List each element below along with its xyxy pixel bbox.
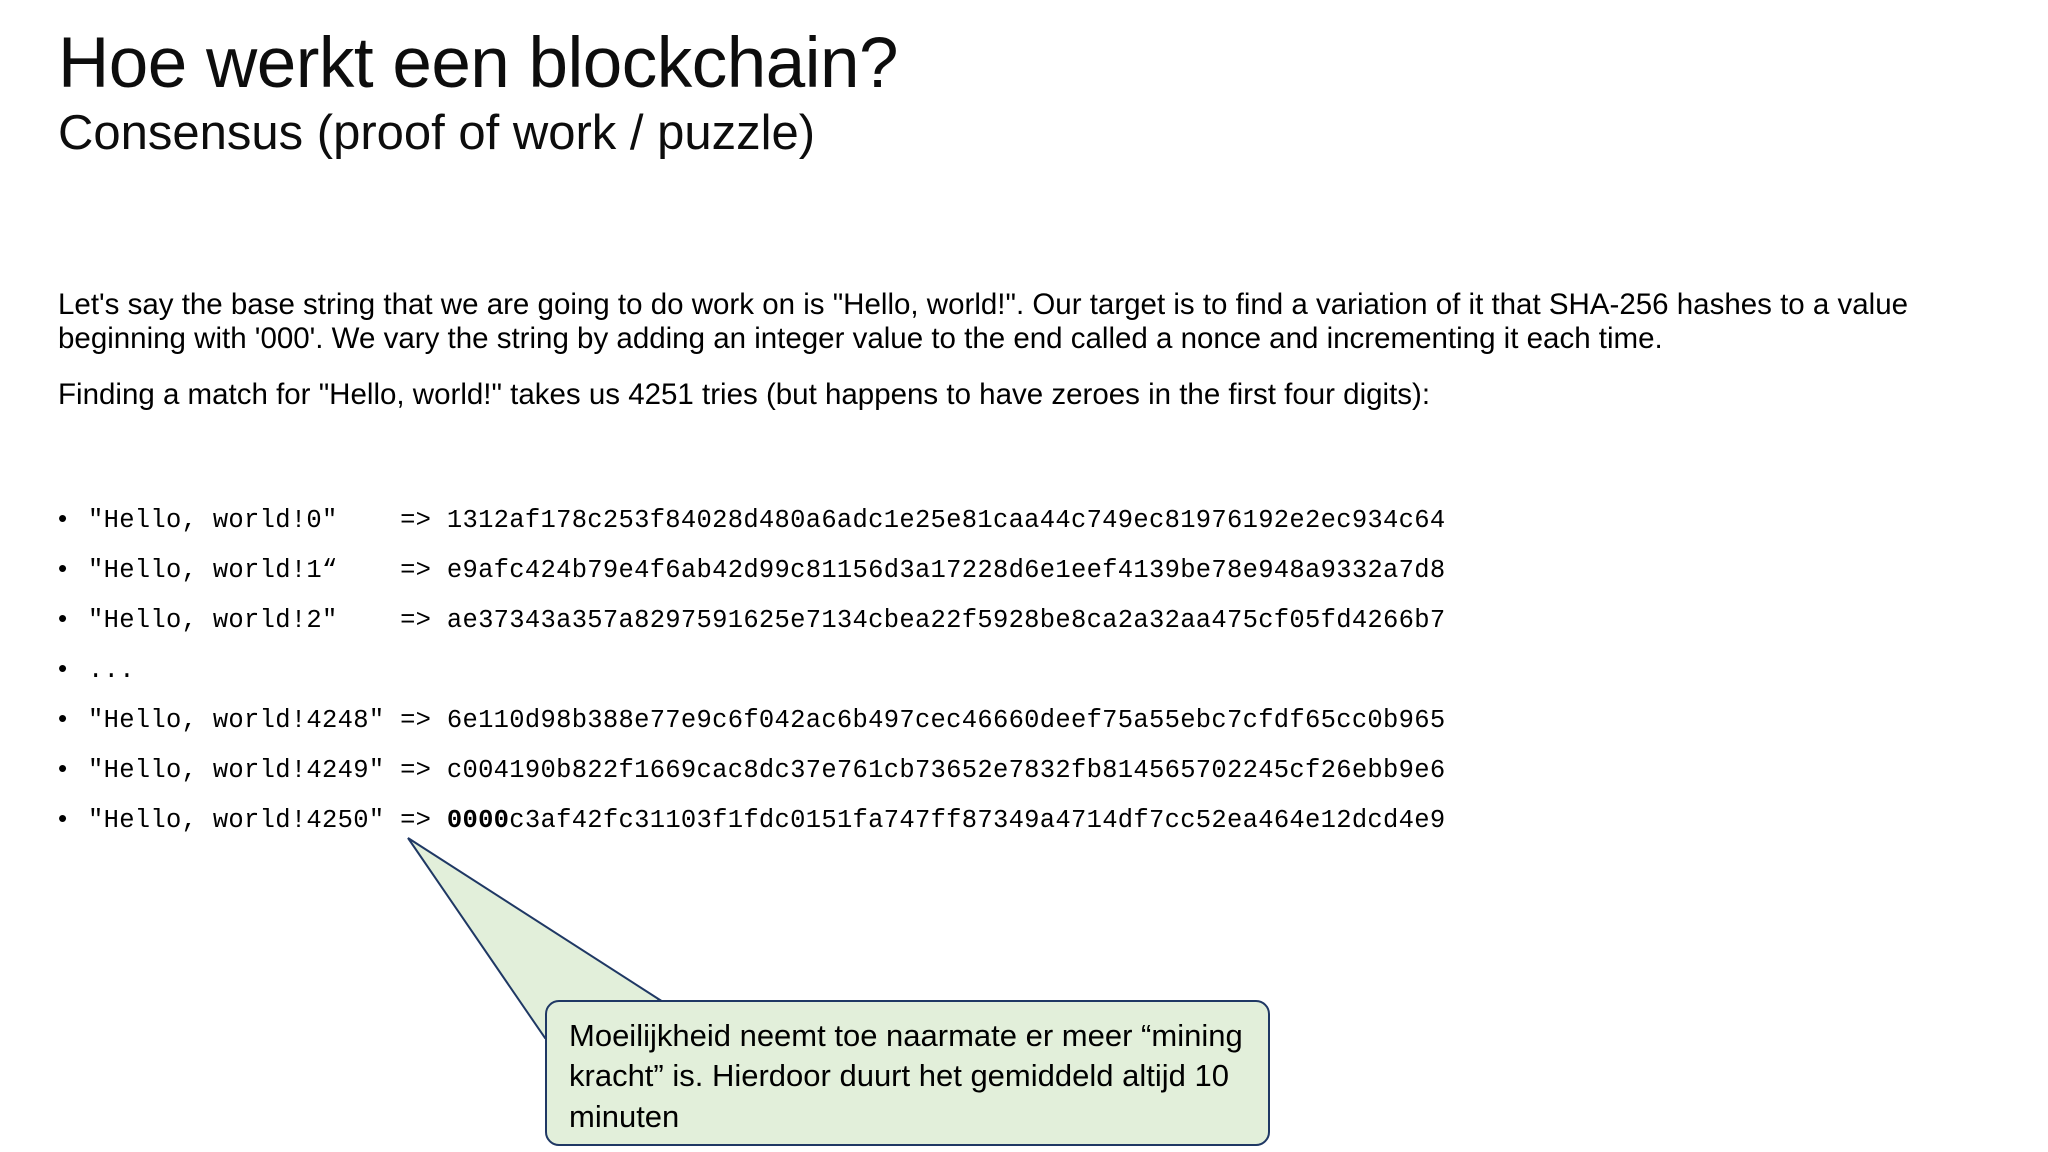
hash-line-text: "Hello, world!4248" => 6e110d98b388e77e9…	[88, 706, 1445, 735]
paragraph-intro: Let's say the base string that we are go…	[58, 288, 1909, 356]
hash-line-label: "Hello, world!0"	[88, 506, 401, 535]
list-item: •...	[58, 655, 1998, 705]
hash-line-arrow: =>	[400, 756, 447, 785]
list-item: • "Hello, world!4248" => 6e110d98b388e77e…	[58, 705, 1998, 755]
hash-line-label: "Hello, world!1“	[88, 556, 401, 585]
list-item: • "Hello, world!4250" => 0000c3af42fc3110…	[58, 805, 1998, 855]
hash-line-text: "Hello, world!4249" => c004190b822f1669c…	[88, 756, 1445, 785]
bullet-icon: •	[58, 553, 68, 583]
hash-value: e9afc424b79e4f6ab42d99c81156d3a17228d6e1…	[446, 556, 1446, 585]
hash-line-label: ...	[88, 656, 135, 685]
list-item: • "Hello, world!0" => 1312af178c253f84028…	[58, 505, 1998, 555]
hash-line-label: "Hello, world!4250"	[88, 806, 401, 835]
hash-value: c004190b822f1669cac8dc37e761cb73652e7832…	[446, 756, 1446, 785]
list-item: • "Hello, world!2" => ae37343a357a8297591…	[58, 605, 1998, 655]
hash-value: 6e110d98b388e77e9c6f042ac6b497cec46660de…	[446, 706, 1446, 735]
hash-value: ae37343a357a8297591625e7134cbea22f5928be…	[446, 606, 1446, 635]
hash-leading-zeros: 0000	[446, 806, 510, 835]
hash-line-arrow: =>	[400, 506, 447, 535]
hash-line-text: ...	[88, 656, 135, 685]
bullet-icon: •	[58, 803, 68, 833]
hash-line-label: "Hello, world!4249"	[88, 756, 401, 785]
title-block: Hoe werkt een blockchain? Consensus (pro…	[58, 24, 1958, 161]
hash-line-arrow: =>	[400, 606, 447, 635]
paragraph-finding-match: Finding a match for "Hello, world!" take…	[58, 378, 1431, 412]
hash-line-arrow: =>	[400, 556, 447, 585]
page-title: Hoe werkt een blockchain?	[58, 24, 899, 103]
hash-line-text: "Hello, world!1“ => e9afc424b79e4f6ab42d…	[88, 556, 1445, 585]
hash-value: 1312af178c253f84028d480a6adc1e25e81caa44…	[446, 506, 1446, 535]
bullet-icon: •	[58, 703, 68, 733]
bullet-icon: •	[58, 503, 68, 533]
list-item: • "Hello, world!1“ => e9afc424b79e4f6ab42…	[58, 555, 1998, 605]
callout-box: Moeilijkheid neemt toe naarmate er meer …	[545, 1000, 1270, 1146]
list-item: • "Hello, world!4249" => c004190b822f1669…	[58, 755, 1998, 805]
hash-line-text: "Hello, world!2" => ae37343a357a82975916…	[88, 606, 1445, 635]
hash-line-label: "Hello, world!2"	[88, 606, 401, 635]
hash-line-text: "Hello, world!0" => 1312af178c253f84028d…	[88, 506, 1445, 535]
hash-value: c3af42fc31103f1fdc0151fa747ff87349a4714d…	[509, 806, 1446, 835]
bullet-icon: •	[58, 653, 68, 683]
bullet-icon: •	[58, 603, 68, 633]
hash-line-arrow: =>	[400, 706, 447, 735]
hash-list: • "Hello, world!0" => 1312af178c253f84028…	[58, 505, 1998, 855]
hash-line-text: "Hello, world!4250" => 0000c3af42fc31103…	[88, 806, 1445, 835]
hash-line-label: "Hello, world!4248"	[88, 706, 401, 735]
bullet-icon: •	[58, 753, 68, 783]
callout-text: Moeilijkheid neemt toe naarmate er meer …	[569, 1018, 1243, 1134]
body-text-block: Let's say the base string that we are go…	[58, 288, 1958, 413]
hash-line-arrow: =>	[400, 806, 447, 835]
page-subtitle: Consensus (proof of work / puzzle)	[58, 106, 816, 161]
